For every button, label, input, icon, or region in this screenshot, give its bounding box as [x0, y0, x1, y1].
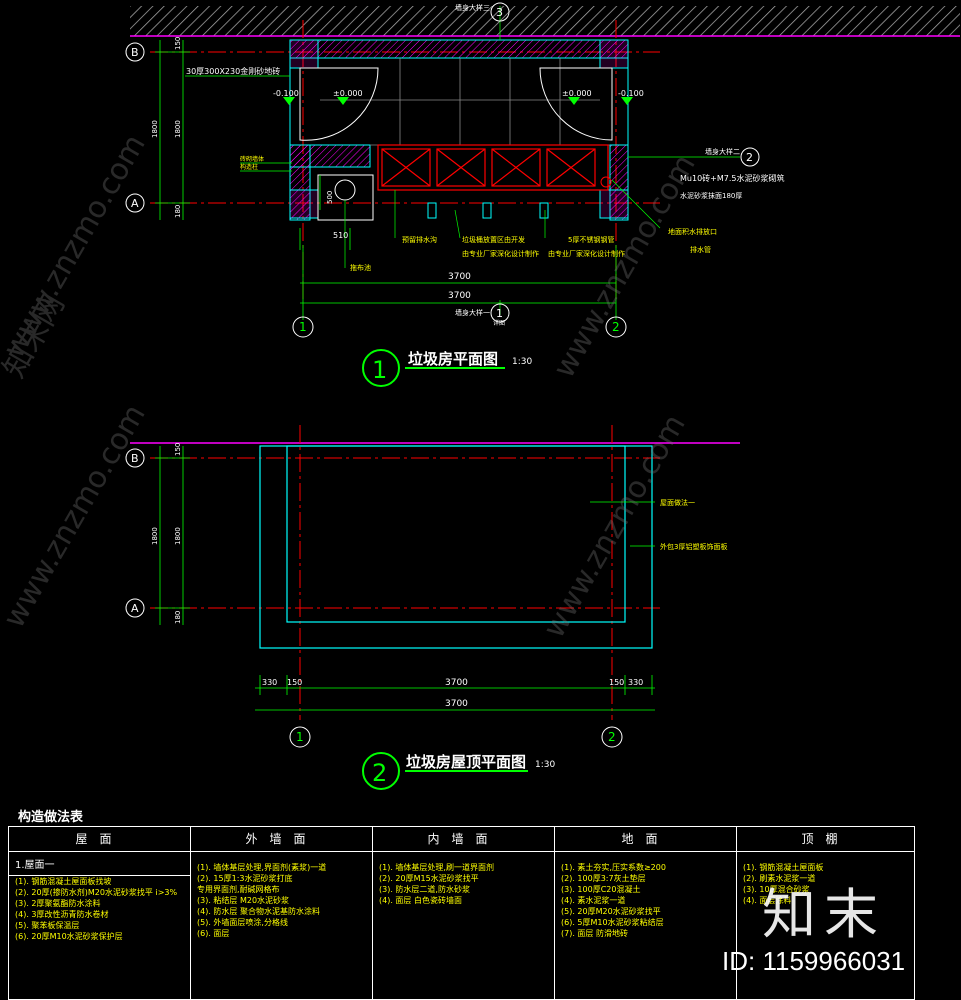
- note-wall-2: 构造柱: [240, 163, 258, 171]
- door-right: [539, 67, 613, 141]
- axis-2b: 2: [608, 730, 616, 744]
- dim-180: 180: [174, 205, 182, 218]
- note-drain: 地面积水排放口: [668, 227, 717, 236]
- note-bins: 垃圾桶放置区由开发: [462, 235, 525, 244]
- scale1: 1:30: [512, 357, 532, 367]
- elev-right-zero: ±0.000: [562, 89, 592, 98]
- watermarks: www.znzmo.com 知末网 www.znzmo.com www.znzm…: [0, 129, 703, 644]
- elev-left-neg: -0.100: [273, 89, 299, 98]
- dim2-150: 150: [174, 443, 182, 456]
- note-mu2: 水泥砂浆抹面180厚: [680, 191, 742, 200]
- axis-1b: 1: [296, 730, 304, 744]
- note-mu: Mu10砖+M7.5水泥砂浆砌筑: [680, 173, 784, 183]
- wm-site-3: www.znzmo.com: [0, 399, 153, 634]
- watermark-logo: 知末: [762, 883, 886, 946]
- dim-510: 510: [333, 231, 348, 240]
- col-interior: 内墙面 (1). 墙体基层处理,刷一道界面剂 (2). 20厚M15水泥砂浆找平…: [373, 827, 555, 999]
- floor-grid: [320, 58, 610, 146]
- sink: [317, 174, 374, 221]
- construction-table: 屋面 1.屋面一 (1). 钢筋混凝土屋面板找坡 (2). 20厚(掺防水剂)M…: [8, 826, 915, 1000]
- roof-inner: [286, 445, 626, 623]
- detail-top-label: 墙身大样三: [455, 3, 490, 12]
- header-roof: 屋面: [9, 827, 190, 852]
- dim2-3700b: 3700: [445, 699, 468, 709]
- table-title: 构造做法表: [18, 810, 84, 825]
- dim2-3700a: 3700: [445, 678, 468, 688]
- header-exterior: 外墙面: [191, 827, 372, 852]
- detail-bottom-label: 墙身大样一: [455, 308, 490, 317]
- detail-right-label: 墙身大样二: [705, 147, 740, 156]
- header-ceiling: 顶棚: [737, 827, 914, 852]
- watermark-id: ID: 1159966031: [722, 946, 906, 976]
- ground-hatch: [130, 6, 960, 36]
- detail-sheet: 详图: [493, 319, 505, 327]
- col-floor: 地面 (1). 素土夯实,压实系数≥200 (2). 100厚3:7灰土垫层 (…: [555, 827, 737, 999]
- note-tile: 30厚300X230金刚砂地砖: [186, 66, 280, 76]
- axis-B: B: [131, 46, 139, 59]
- note-pipe-b: 由专业厂家深化设计制作: [548, 249, 625, 258]
- bin-row: [377, 144, 609, 191]
- axis-B2: B: [131, 452, 139, 465]
- col-ceiling: 顶棚 (1). 钢筋混凝土屋面板 (2). 刷素水泥浆一道 (3). 10厚混合…: [737, 827, 914, 999]
- note-board: 外包3厚铝塑板饰面板: [660, 542, 727, 551]
- plan2: [125, 425, 740, 790]
- axis-2: 2: [612, 320, 620, 334]
- note-sink: 拖布池: [350, 263, 371, 272]
- scale2: 1:30: [535, 760, 555, 770]
- dim-1800b: 1800: [174, 120, 182, 138]
- note-bins-b: 由专业厂家深化设计制作: [462, 249, 539, 258]
- note-gutter: 预留排水沟: [402, 235, 437, 244]
- dim2-1800b: 1800: [174, 527, 182, 545]
- dim2-150a: 150: [287, 678, 302, 687]
- title2-num: 2: [372, 759, 387, 787]
- col-roof: 屋面 1.屋面一 (1). 钢筋混凝土屋面板找坡 (2). 20厚(掺防水剂)M…: [9, 827, 191, 999]
- note-sewer: 排水管: [690, 245, 711, 254]
- dim2-180: 180: [174, 611, 182, 624]
- dim-1800a: 1800: [151, 120, 159, 138]
- note-wall-1: 砖砌墙体: [240, 155, 264, 163]
- note-roof: 屋面做法一: [660, 498, 695, 507]
- dim-500: 500: [326, 191, 334, 204]
- roof-sub: 1.屋面一: [9, 852, 190, 876]
- dim2-150b: 150: [609, 678, 624, 687]
- detail-right-num: 2: [746, 151, 753, 164]
- title2: 垃圾房屋顶平面图: [406, 753, 526, 771]
- title1: 垃圾房平面图: [408, 350, 498, 368]
- detail-bottom-num: 1: [496, 307, 503, 320]
- wm-site-4: www.znzmo.com: [537, 409, 693, 644]
- axis-A2: A: [131, 602, 139, 615]
- wall-top: [289, 39, 629, 59]
- note-pipe: 5厚不锈钢钢管: [568, 235, 614, 244]
- elev-left-zero: ±0.000: [333, 89, 363, 98]
- header-floor: 地面: [555, 827, 736, 852]
- elev-right-neg: -0.100: [618, 89, 644, 98]
- dim-3700b: 3700: [448, 291, 471, 301]
- axis-A: A: [131, 197, 139, 210]
- dim2-1800a: 1800: [151, 527, 159, 545]
- title1-num: 1: [372, 356, 387, 384]
- door-left: [299, 67, 379, 141]
- header-interior: 内墙面: [373, 827, 554, 852]
- dim-150: 150: [174, 37, 182, 50]
- dim2-330a: 330: [262, 678, 277, 687]
- plan1: [125, 2, 960, 387]
- col-exterior: 外墙面 (1). 墙体基层处理,界面剂(素浆)一道 (2). 15厚1:3水泥砂…: [191, 827, 373, 999]
- detail-top-num: 3: [496, 6, 503, 19]
- axis-1: 1: [299, 320, 307, 334]
- dim-3700a: 3700: [448, 272, 471, 282]
- dim2-330b: 330: [628, 678, 643, 687]
